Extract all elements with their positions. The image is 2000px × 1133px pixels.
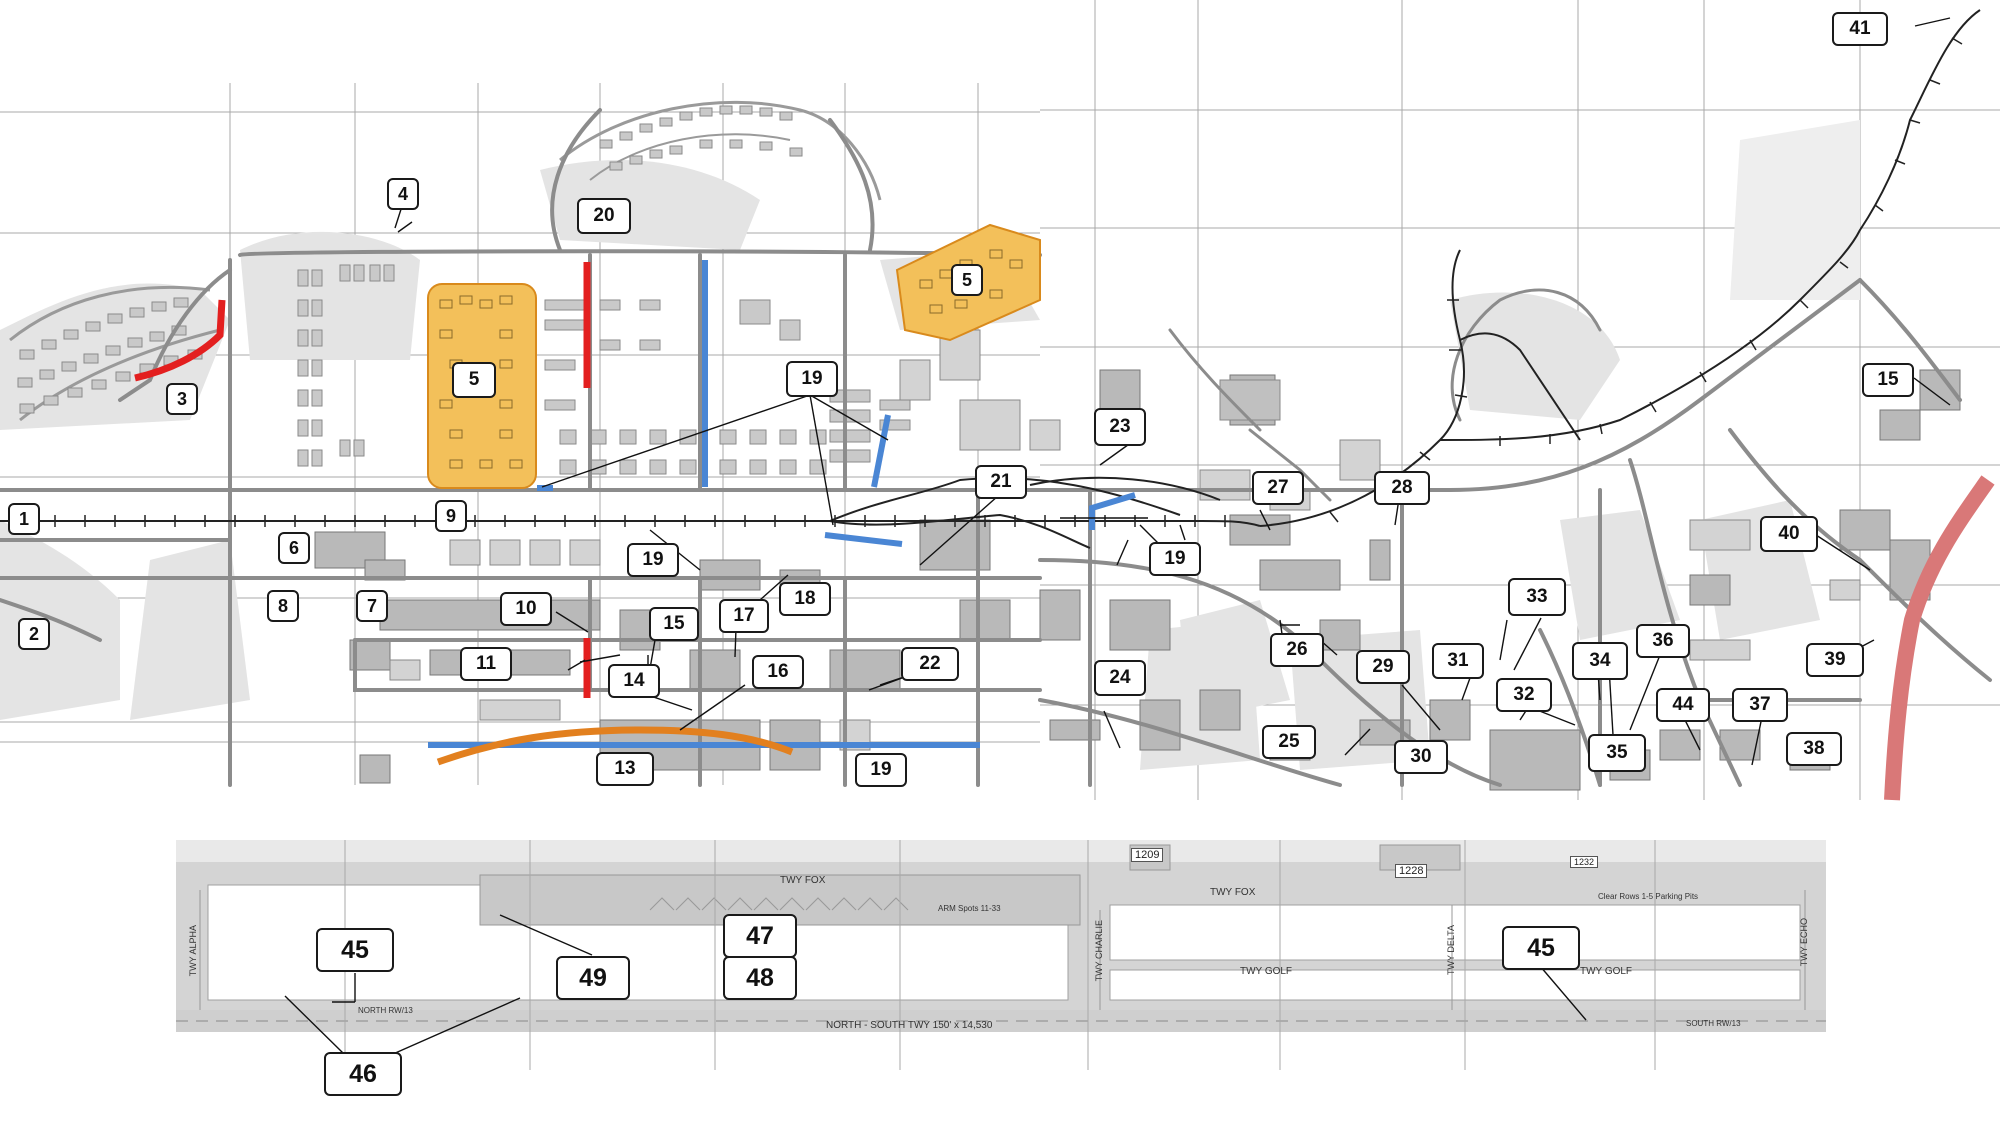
building-1228-label: 1228 [1395,864,1428,878]
callout-23: 23 [1094,408,1146,446]
callout-25: 25 [1262,725,1316,759]
callout-34: 34 [1572,642,1628,680]
callout-45-east: 45 [1502,926,1580,970]
callout-48: 48 [723,956,797,1000]
airfield-leaders [284,914,1587,1059]
callout-17: 17 [719,599,769,633]
callout-21: 21 [975,465,1027,499]
callout-46: 46 [324,1052,402,1096]
orange-segment [436,726,794,766]
callout-4: 4 [387,178,419,210]
building-1209-label: 1209 [1131,848,1164,862]
arm-apron-label: ARM Spots 11-33 [938,904,1001,913]
callout-9: 9 [435,500,467,532]
callout-10: 10 [500,592,552,626]
callout-24: 24 [1094,660,1146,696]
residential-blocks [9,100,911,475]
callout-30: 30 [1394,740,1448,774]
callout-5-west: 5 [452,362,496,398]
secondary-buildings [389,329,1861,751]
twy-echo-label: TWY ECHO [1799,918,1809,967]
callout-1: 1 [8,503,40,535]
twy-golf-1-label: TWY GOLF [1240,966,1293,977]
callout-15-east: 15 [1862,363,1914,397]
callout-27: 27 [1252,471,1304,505]
callout-19-north: 19 [786,361,838,397]
railway [0,9,1981,549]
callout-28: 28 [1374,471,1430,505]
callout-35: 35 [1588,734,1646,772]
terrain-areas [0,120,1860,770]
callout-37: 37 [1732,688,1788,722]
callout-31: 31 [1432,643,1484,679]
callout-32: 32 [1496,678,1552,712]
callout-45-west: 45 [316,928,394,972]
callout-49: 49 [556,956,630,1000]
callout-41: 41 [1832,12,1888,46]
callout-47: 47 [723,914,797,958]
callout-44: 44 [1656,688,1710,722]
callout-5-east: 5 [951,264,983,296]
callout-26: 26 [1270,633,1324,667]
callout-7: 7 [356,590,388,622]
callout-15-west: 15 [649,607,699,641]
callout-16: 16 [752,655,804,689]
twy-charlie-label: TWY CHARLIE [1094,920,1104,982]
callout-40: 40 [1760,516,1818,552]
callout-13: 13 [596,752,654,786]
clear-zone-label: Clear Rows 1-5 Parking Pits [1598,892,1699,901]
twy-fox-west-label: TWY FOX [780,875,826,886]
callout-18: 18 [779,582,831,616]
callout-22: 22 [901,647,959,681]
callout-2: 2 [18,618,50,650]
twy-golf-2-label: TWY GOLF [1580,966,1633,977]
blue-segments [428,260,1136,748]
callout-38: 38 [1786,732,1842,766]
twy-alpha-label: TWY ALPHA [188,925,198,977]
north-rw-label: NORTH RW/13 [358,1006,413,1015]
building-1232-label: 1232 [1570,856,1599,868]
callout-14: 14 [608,664,660,698]
callout-11: 11 [460,647,512,681]
runway-label: NORTH - SOUTH TWY 150' x 14,530 [826,1020,993,1031]
callout-19-south: 19 [855,753,907,787]
red-segments [134,262,591,698]
callout-8: 8 [267,590,299,622]
twy-delta-label: TWY DELTA [1446,925,1456,976]
callout-29: 29 [1356,650,1410,684]
south-rw-label: SOUTH RW/13 [1686,1019,1741,1028]
callout-19-east: 19 [1149,542,1201,576]
twy-fox-east-label: TWY FOX [1210,887,1256,898]
callout-3: 3 [166,383,198,415]
callout-33: 33 [1508,578,1566,616]
callout-39: 39 [1806,643,1864,677]
callout-20: 20 [577,198,631,234]
callout-36: 36 [1636,624,1690,658]
callout-6: 6 [278,532,310,564]
pink-segment [1884,475,1995,801]
callout-19-west: 19 [627,543,679,577]
